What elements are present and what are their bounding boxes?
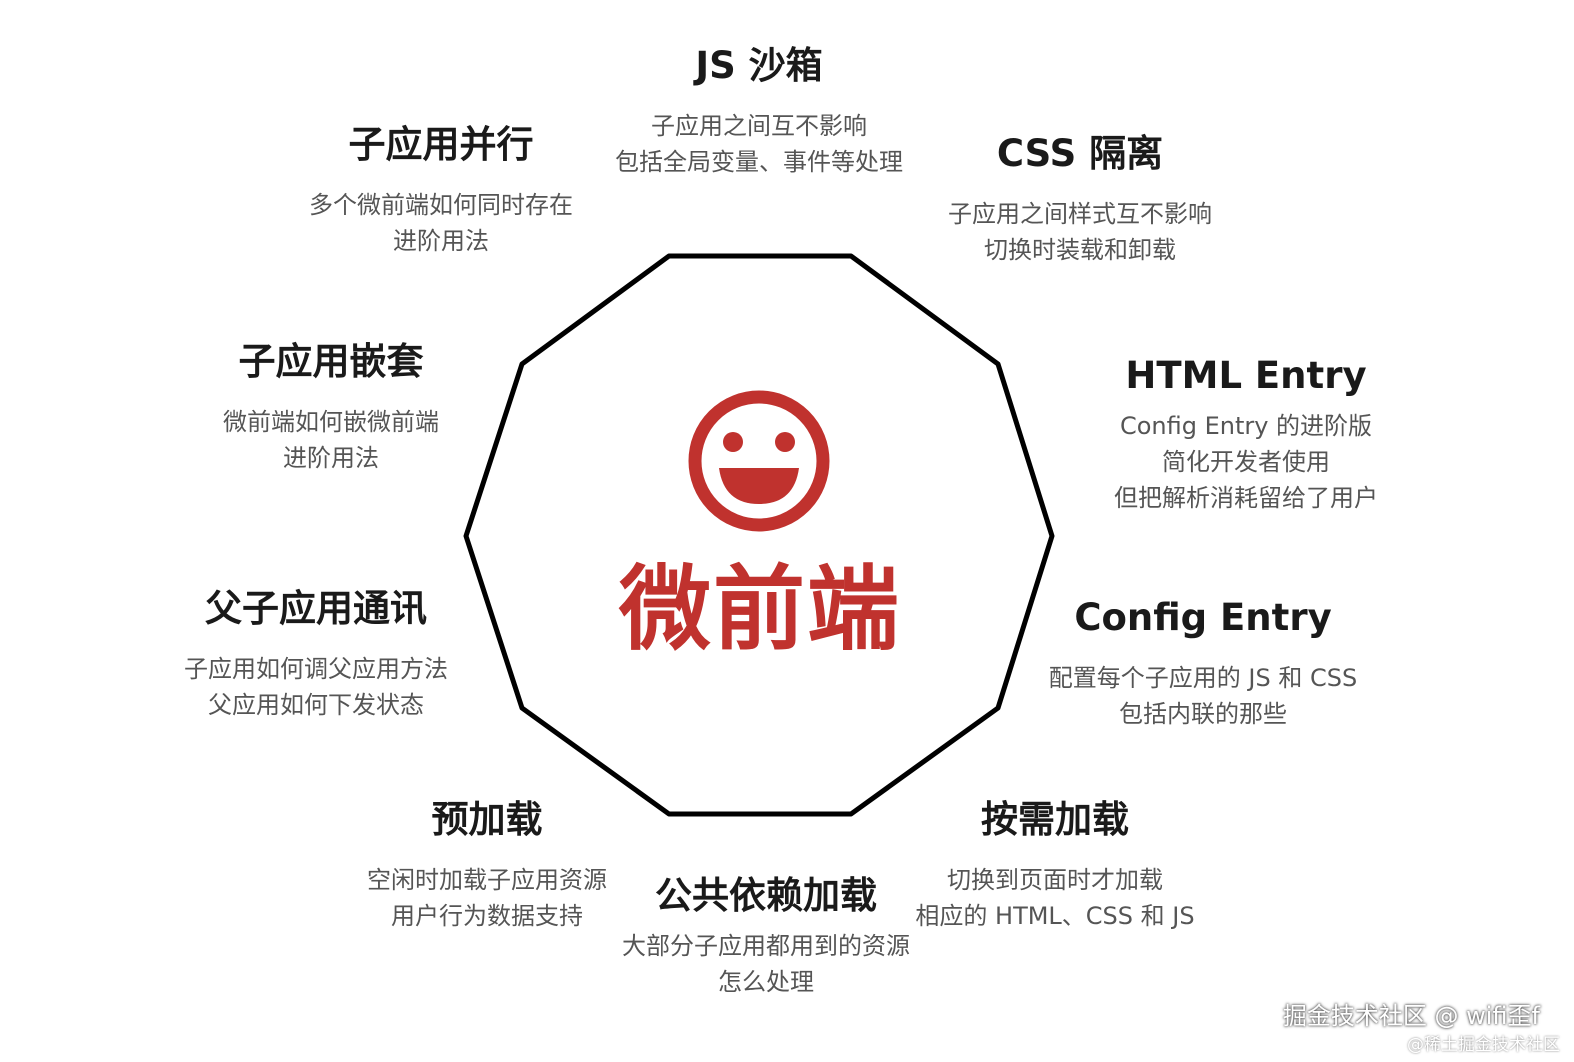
desc-line: 但把解析消耗留给了用户 [1114,484,1378,512]
desc-line: 子应用如何调父应用方法 [184,655,448,683]
feature-title: 子应用嵌套 [238,340,424,383]
feature-preload: 预加载 空闲时加载子应用资源 用户行为数据支持 [367,798,607,934]
desc-line: 子应用之间样式互不影响 [948,200,1212,228]
feature-on-demand: 按需加载 切换到页面时才加载 相应的 HTML、CSS 和 JS [915,798,1194,934]
feature-desc: 微前端如何嵌微前端 进阶用法 [223,404,439,476]
feature-desc: 子应用如何调父应用方法 父应用如何下发状态 [184,651,448,723]
feature-title: 公共依赖加载 [655,874,877,917]
desc-line: 进阶用法 [393,227,489,255]
feature-desc: 切换到页面时才加载 相应的 HTML、CSS 和 JS [915,862,1194,934]
desc-line: 切换到页面时才加载 [947,866,1163,894]
desc-line: 包括全局变量、事件等处理 [615,148,903,176]
center-title: 微前端 [618,556,902,663]
desc-line: 相应的 HTML、CSS 和 JS [915,902,1195,930]
desc-line: 切换时装载和卸载 [984,236,1176,264]
feature-title: CSS 隔离 [996,132,1164,175]
feature-desc: 子应用之间样式互不影响 切换时装载和卸载 [948,196,1212,268]
feature-css-isolation: CSS 隔离 子应用之间样式互不影响 切换时装载和卸载 [948,132,1212,268]
decagon-shape [463,253,1055,817]
feature-title: HTML Entry [1125,354,1367,397]
desc-line: 怎么处理 [718,968,814,996]
desc-line: 简化开发者使用 [1162,448,1330,476]
desc-line: 微前端如何嵌微前端 [223,408,439,436]
feature-desc: Config Entry 的进阶版 简化开发者使用 但把解析消耗留给了用户 [1114,408,1378,516]
feature-title: 父子应用通讯 [205,587,427,630]
feature-desc: 大部分子应用都用到的资源 怎么处理 [622,928,910,1000]
feature-desc: 多个微前端如何同时存在 进阶用法 [309,187,573,259]
feature-title: Config Entry [1074,596,1332,639]
watermark: 掘金技术社区 @ wifi歪f [1282,1002,1540,1030]
desc-line: 大部分子应用都用到的资源 [622,932,910,960]
feature-html-entry: HTML Entry Config Entry 的进阶版 简化开发者使用 但把解… [1114,354,1378,516]
feature-title: JS 沙箱 [695,44,823,87]
desc-line: 父应用如何下发状态 [208,691,424,719]
feature-js-sandbox: JS 沙箱 子应用之间互不影响 包括全局变量、事件等处理 [615,44,903,180]
feature-title: 子应用并行 [348,123,534,166]
desc-line: 配置每个子应用的 JS 和 CSS [1048,664,1358,692]
feature-title: 预加载 [431,798,543,841]
desc-line: 多个微前端如何同时存在 [309,191,573,219]
watermark-sub: @稀土掘金技术社区 [1407,1035,1560,1055]
feature-communication: 父子应用通讯 子应用如何调父应用方法 父应用如何下发状态 [184,587,448,723]
desc-line: 进阶用法 [283,444,379,472]
desc-line: 包括内联的那些 [1119,700,1287,728]
feature-desc: 空闲时加载子应用资源 用户行为数据支持 [367,862,607,934]
feature-desc: 子应用之间互不影响 包括全局变量、事件等处理 [615,108,903,180]
desc-line: 用户行为数据支持 [391,902,583,930]
feature-nesting: 子应用嵌套 微前端如何嵌微前端 进阶用法 [223,340,439,476]
desc-line: 空闲时加载子应用资源 [367,866,607,894]
desc-line: Config Entry 的进阶版 [1119,412,1373,440]
feature-parallel: 子应用并行 多个微前端如何同时存在 进阶用法 [309,123,573,259]
desc-line: 子应用之间互不影响 [651,112,867,140]
feature-title: 按需加载 [981,798,1129,841]
feature-desc: 配置每个子应用的 JS 和 CSS 包括内联的那些 [1049,660,1357,732]
feature-config-entry: Config Entry 配置每个子应用的 JS 和 CSS 包括内联的那些 [1049,596,1357,732]
feature-shared-deps: 公共依赖加载 大部分子应用都用到的资源 怎么处理 [622,874,910,1000]
smiley-face-icon [688,390,830,532]
